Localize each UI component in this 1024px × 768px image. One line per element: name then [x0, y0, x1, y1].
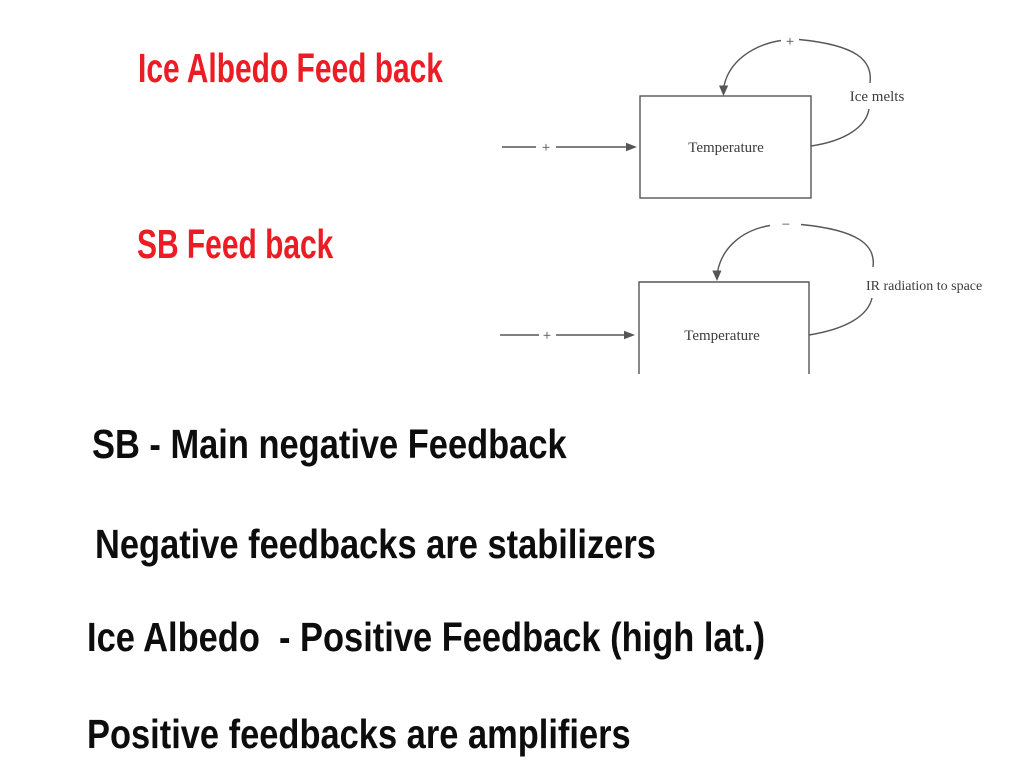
ice-albedo-loop-diagram: Temperature + Ice melts +: [502, 34, 905, 199]
loop-curve-upper-right: [798, 38, 872, 84]
input-arrowhead-icon: [624, 330, 635, 340]
ice-melts-label: Ice melts: [850, 89, 905, 105]
input-arrowhead-icon: [626, 142, 637, 152]
loop-curve-upper-right: [800, 223, 874, 268]
loop-curve-upper-left: [723, 39, 782, 87]
loop-arrowhead-icon: [719, 85, 729, 96]
body-line-positive-amplifiers: Positive feedbacks are amplifiers: [87, 711, 631, 757]
temperature-box: [639, 95, 812, 199]
loop-minus-sign: −: [782, 217, 790, 233]
loop-curve-lower: [810, 108, 870, 147]
loop-arrowhead-icon: [712, 270, 722, 281]
temperature-box-label: Temperature: [688, 140, 764, 156]
input-plus-sign: +: [543, 328, 551, 344]
body-line-sb-main-negative: SB - Main negative Feedback: [92, 421, 567, 467]
body-line-ice-albedo-positive: Ice Albedo - Positive Feedback (high lat…: [87, 614, 766, 660]
body-line-negative-stabilizers: Negative feedbacks are stabilizers: [95, 521, 656, 567]
sb-loop-diagram: Temperature + IR radiation to space −: [500, 217, 982, 374]
temperature-box-open: [638, 281, 810, 374]
loop-curve-upper-left: [716, 224, 771, 273]
ir-radiation-label: IR radiation to space: [866, 279, 982, 294]
loop-curve-lower: [808, 297, 873, 336]
temperature-box-label: Temperature: [684, 328, 760, 344]
heading-sb-feedback: SB Feed back: [137, 221, 334, 267]
loop-plus-sign: +: [786, 34, 794, 50]
input-plus-sign: +: [542, 140, 550, 156]
heading-ice-albedo-feedback: Ice Albedo Feed back: [138, 45, 443, 91]
